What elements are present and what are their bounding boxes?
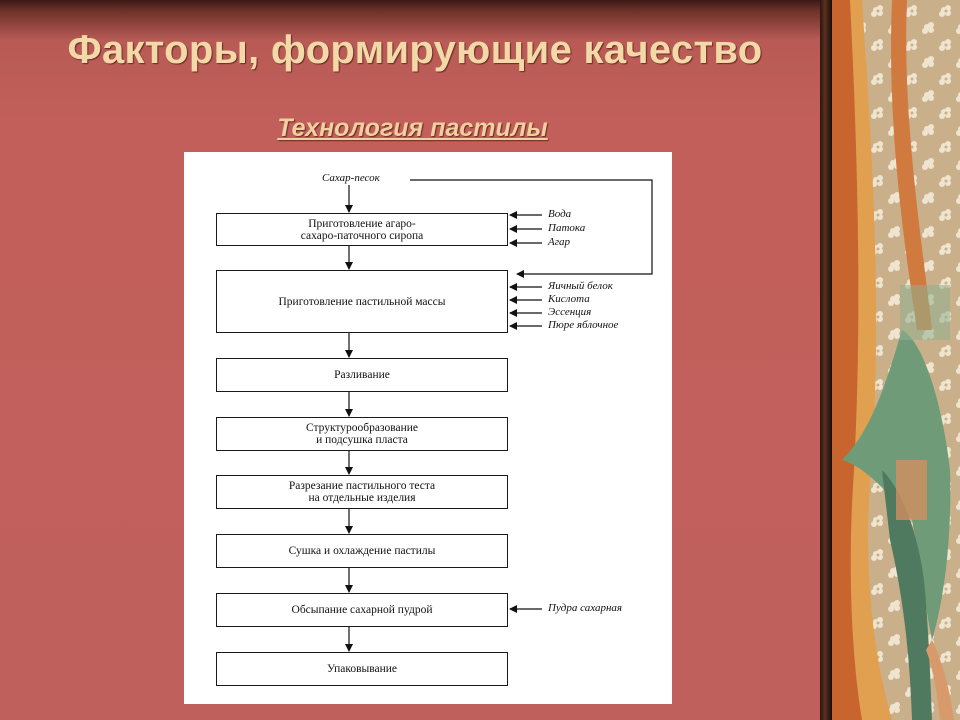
step-4-line-1: Структурообразование — [305, 422, 419, 434]
diagram-connectors — [345, 179, 653, 652]
decorative-side-panel — [832, 0, 960, 720]
input-molasses: Патока — [548, 222, 586, 234]
flow-diagram: Сахар-песок Приготовление агаро-сахаро-п… — [184, 152, 672, 704]
step-packaging: Упаковывание — [216, 652, 508, 686]
step-mass-preparation: Приготовление пастильной массы — [216, 270, 508, 333]
input-agar: Агар — [548, 236, 571, 248]
input-sugar: Сахар-песок — [322, 172, 380, 184]
step-3-label: Разливание — [334, 369, 390, 381]
step-drying: Сушка и охлаждение пастилы — [216, 534, 508, 568]
step-5-line-2: на отдельные изделия — [308, 492, 416, 504]
input-powdered-sugar: Пудра сахарная — [548, 602, 623, 614]
step-5-line-1: Разрезание пастильного теста — [288, 480, 436, 492]
step-4-line-2: и подсушка пласта — [316, 434, 408, 446]
slide-subtitle: Технология пастилы — [277, 114, 548, 142]
step-6-label: Сушка и охлаждение пастилы — [288, 545, 436, 557]
input-water: Вода — [548, 208, 572, 220]
step-7-label: Обсыпание сахарной пудрой — [291, 604, 433, 616]
step-2-label: Приготовление пастильной массы — [278, 295, 446, 308]
step-1-line-1: Приготовление агаро- — [308, 217, 416, 230]
step-1-line-2: сахаро-паточного сиропа — [300, 229, 424, 242]
slide-title: Факторы, формирующие качество — [67, 28, 763, 72]
step-sugar-dusting: Обсыпание сахарной пудрой — [216, 593, 508, 627]
step-pouring: Разливание — [216, 358, 508, 392]
step-syrup-preparation: Приготовление агаро-сахаро-паточного сир… — [216, 213, 508, 246]
input-essence: Эссенция — [548, 306, 592, 318]
slide-divider — [820, 0, 832, 720]
input-apple-puree: Пюре яблочное — [548, 319, 619, 331]
input-egg-white: Яичный белок — [548, 280, 613, 292]
input-acid: Кислота — [548, 293, 590, 305]
step-8-label: Упаковывание — [326, 663, 398, 675]
